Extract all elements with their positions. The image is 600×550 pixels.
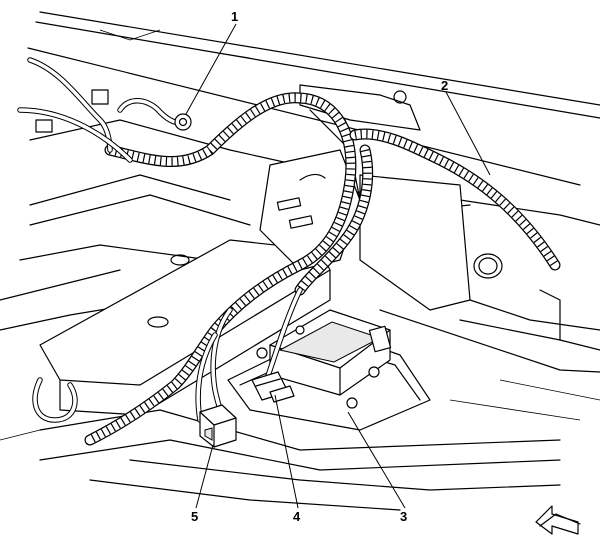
callout-3: 3 xyxy=(400,509,407,524)
harness-connector xyxy=(199,404,237,448)
callout-4: 4 xyxy=(293,509,301,524)
front-direction-arrow-icon xyxy=(535,505,581,535)
wiring-harness xyxy=(17,57,561,446)
callout-2: 2 xyxy=(441,78,448,93)
callout-labels: 1 2 3 4 5 xyxy=(191,9,448,524)
callout-1: 1 xyxy=(231,9,238,24)
sensing-diagnostic-module xyxy=(227,309,431,431)
leader-lines xyxy=(185,23,491,509)
callout-5: 5 xyxy=(191,509,198,524)
ground-terminal xyxy=(35,89,192,133)
